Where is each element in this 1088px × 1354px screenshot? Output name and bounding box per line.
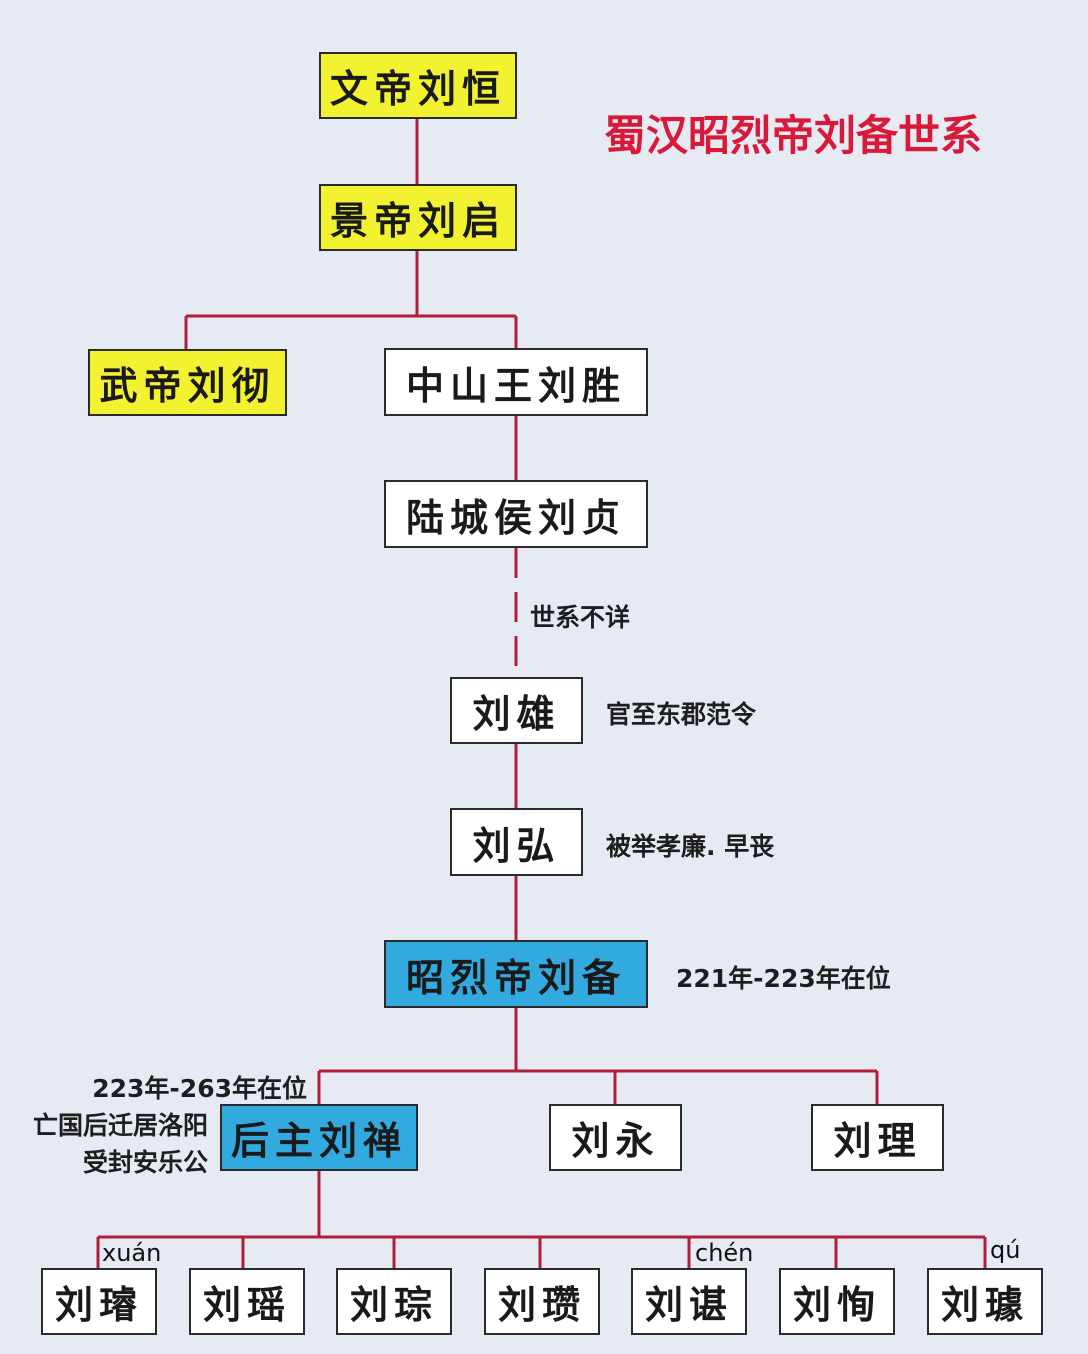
node-liubei: 昭烈帝刘备 <box>384 940 648 1008</box>
node-jingdi: 景帝刘启 <box>319 184 517 251</box>
diagram-title: 蜀汉昭烈帝刘备世系 <box>604 111 983 160</box>
node-liuqu: 刘璩 <box>927 1268 1043 1335</box>
node-liuxun: 刘恂 <box>779 1268 895 1335</box>
node-liuli: 刘理 <box>811 1104 944 1171</box>
note-liushan-title: 受封安乐公 <box>82 1148 208 1177</box>
node-zhongshan: 中山王刘胜 <box>384 348 648 416</box>
pinyin-chen: chén <box>695 1239 754 1267</box>
note-liubei-reign: 221年-223年在位 <box>676 964 891 993</box>
node-liuzan: 刘瓒 <box>484 1268 600 1335</box>
note-unknown-lineage: 世系不详 <box>530 603 631 632</box>
node-liushan: 后主刘禅 <box>220 1104 418 1171</box>
node-liuxiong: 刘雄 <box>450 677 583 744</box>
node-liuxuan: 刘璿 <box>41 1268 157 1335</box>
note-liuxiong: 官至东郡范令 <box>606 700 757 729</box>
node-liuhong: 刘弘 <box>450 808 583 876</box>
node-liucong: 刘琮 <box>336 1268 452 1335</box>
node-lucheng: 陆城侯刘贞 <box>384 480 648 548</box>
node-liuyao: 刘瑶 <box>189 1268 305 1335</box>
node-liuyong: 刘永 <box>549 1104 682 1171</box>
pinyin-qu: qú <box>990 1236 1021 1264</box>
node-liuchen: 刘谌 <box>631 1268 747 1335</box>
node-wendi: 文帝刘恒 <box>319 52 517 119</box>
node-wudi: 武帝刘彻 <box>88 349 287 416</box>
note-liushan-reign: 223年-263年在位 <box>92 1074 307 1103</box>
note-liushan-exile: 亡国后迁居洛阳 <box>32 1111 208 1140</box>
pinyin-xuan: xuán <box>102 1239 162 1267</box>
note-liuhong: 被举孝廉. 早丧 <box>606 832 775 861</box>
